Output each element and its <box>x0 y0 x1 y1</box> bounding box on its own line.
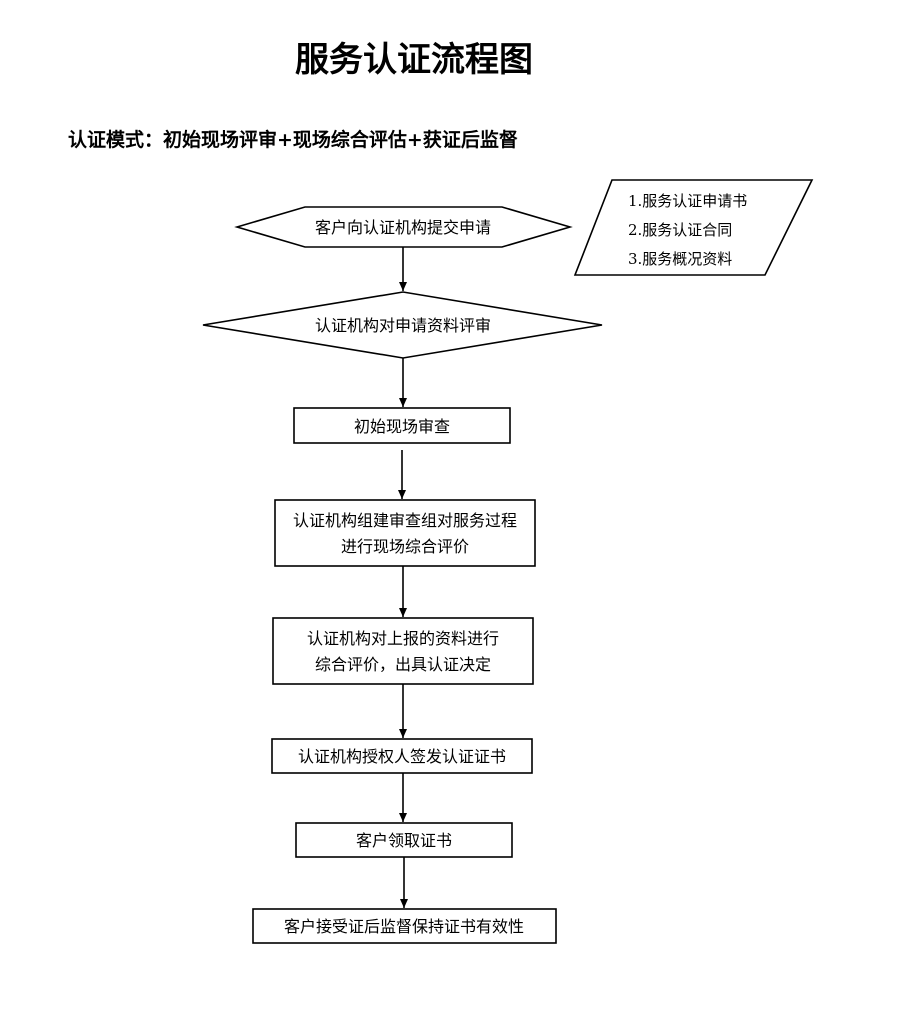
material-item-1: 1.服务认证申请书 <box>628 192 747 210</box>
step-label: 认证机构授权人签发认证证书 <box>298 747 506 766</box>
step-label-line-1: 认证机构组建审查组对服务过程 <box>293 511 517 530</box>
material-item-2: 2.服务认证合同 <box>628 221 732 239</box>
step-onsite-comprehensive-evaluation: 认证机构组建审查组对服务过程 进行现场综合评价 <box>274 499 536 567</box>
submission-materials-box: 1.服务认证申请书 2.服务认证合同 3.服务概况资料 <box>573 179 814 276</box>
step-receive-certificate: 客户领取证书 <box>295 822 513 858</box>
step-label: 客户接受证后监督保持证书有效性 <box>284 917 524 936</box>
step-certification-decision: 认证机构对上报的资料进行 综合评价，出具认证决定 <box>272 617 534 685</box>
page-title: 服务认证流程图 <box>295 40 533 80</box>
certification-mode-subtitle: 认证模式：初始现场评审+现场综合评估+获证后监督 <box>68 128 518 151</box>
step-issue-certificate: 认证机构授权人签发认证证书 <box>271 738 533 774</box>
step-label: 客户向认证机构提交申请 <box>315 218 491 237</box>
step-label: 客户领取证书 <box>356 831 452 850</box>
step-document-review: 认证机构对申请资料评审 <box>202 291 603 359</box>
material-item-3: 3.服务概况资料 <box>628 250 732 268</box>
step-label-line-2: 综合评价，出具认证决定 <box>315 655 491 674</box>
step-initial-onsite-review: 初始现场审查 <box>293 407 511 444</box>
step-post-certification-surveillance: 客户接受证后监督保持证书有效性 <box>252 908 557 944</box>
step-submit-application: 客户向认证机构提交申请 <box>234 206 573 248</box>
step-label: 初始现场审查 <box>354 417 450 436</box>
step-label: 认证机构对申请资料评审 <box>315 316 491 335</box>
step-label-line-1: 认证机构对上报的资料进行 <box>307 629 499 648</box>
step-label-line-2: 进行现场综合评价 <box>341 537 469 556</box>
